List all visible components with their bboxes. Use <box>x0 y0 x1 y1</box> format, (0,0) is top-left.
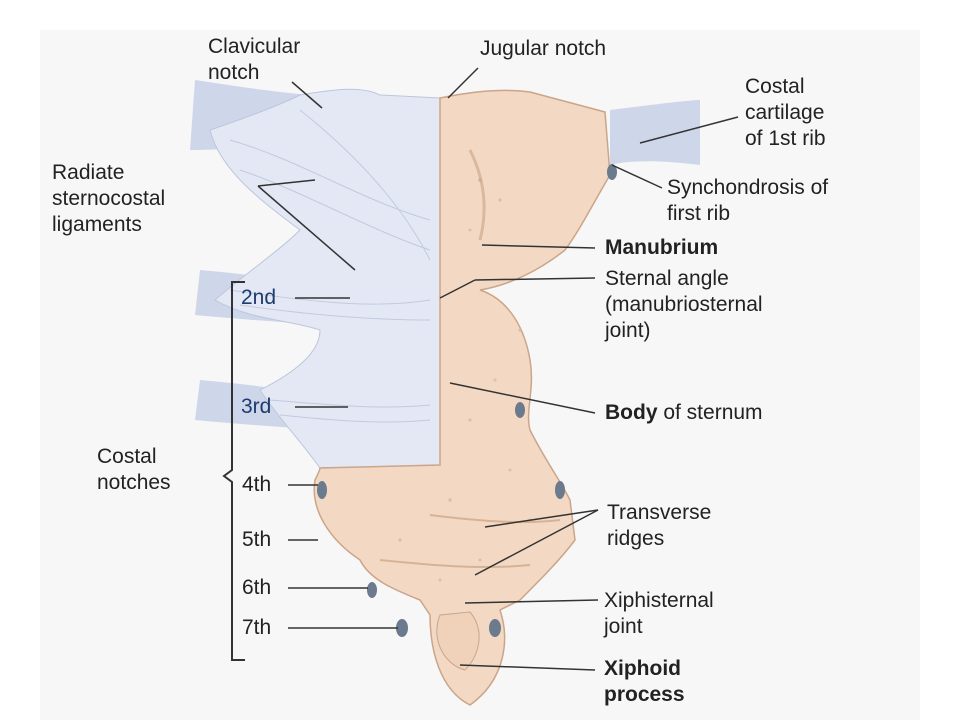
label-jugular-notch: Jugular notch <box>480 37 607 60</box>
transverse-ridge-1 <box>429 514 561 524</box>
label-xiphisternal-joint: Xiphisternal joint <box>604 589 714 638</box>
bone-texture <box>398 178 532 582</box>
costal-notch-marks <box>317 164 617 637</box>
notch-label-2nd: 2nd <box>241 286 277 309</box>
manubrium-ridge <box>468 149 486 241</box>
label-xiphoid-process: Xiphoid process <box>604 657 685 706</box>
first-rib-cartilage-right <box>610 100 700 165</box>
label-body-rest: of sternum <box>657 401 763 424</box>
label-body-bold: Body <box>605 401 658 424</box>
label-body-of-sternum: Body of sternum <box>605 400 763 426</box>
notch-label-4th: 4th <box>242 473 272 496</box>
notch-label-7th: 7th <box>242 616 272 639</box>
label-clavicular-notch: Clavicular notch <box>208 35 301 84</box>
costal-notches-bracket <box>222 281 245 661</box>
label-manubrium: Manubrium <box>605 236 719 259</box>
label-radiate-ligaments: Radiate sternocostal ligaments <box>52 161 166 236</box>
xiphoid-process <box>436 611 480 671</box>
leader-lines <box>257 67 739 671</box>
label-costal-notches: Costal notches <box>97 445 171 494</box>
notch-label-3rd: 3rd <box>241 395 272 418</box>
label-synchondrosis: Synchondrosis of first rib <box>667 176 829 225</box>
label-transverse-ridges: Transverse ridges <box>607 501 712 550</box>
transverse-ridge-2 <box>379 559 531 569</box>
sternum-bone <box>313 89 611 706</box>
ligament-fibers <box>229 109 431 423</box>
notch-label-5th: 5th <box>242 528 272 551</box>
label-sternal-angle: Sternal angle (manubriosternal joint) <box>605 267 763 342</box>
notch-label-6th: 6th <box>242 576 272 599</box>
label-costal-cartilage: Costal cartilage of 1st rib <box>745 75 826 150</box>
